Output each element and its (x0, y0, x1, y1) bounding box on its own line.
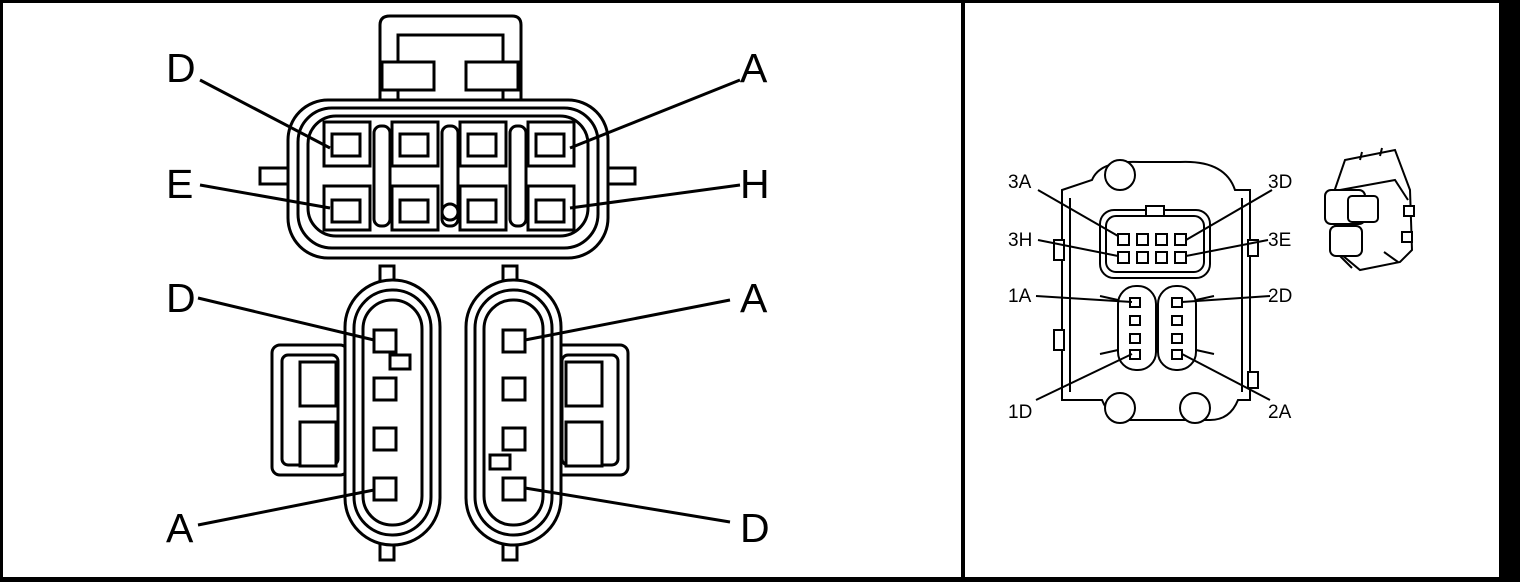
label-right-pin-a: A (740, 275, 768, 321)
four-pin-connector-right: A D (464, 264, 770, 562)
label-pin-a-top: A (740, 45, 768, 91)
label-3d: 3D (1268, 172, 1292, 193)
label-3e: 3E (1268, 230, 1291, 251)
label-3h: 3H (1008, 230, 1032, 251)
label-left-pin-a: A (166, 505, 194, 551)
eight-pin-connector: D A E H (166, 14, 770, 260)
label-pin-h: H (740, 161, 770, 207)
label-2a: 2A (1268, 402, 1292, 423)
label-2d: 2D (1268, 286, 1292, 307)
label-right-pin-d: D (740, 505, 770, 551)
label-left-pin-d: D (166, 275, 196, 321)
label-1d: 1D (1008, 402, 1032, 423)
module-isometric-view (1324, 147, 1415, 272)
label-pin-e: E (166, 161, 193, 207)
module-diagram: 3A 3D 3H 3E 1A 2D 1D 2A (1008, 159, 1292, 424)
label-pin-d-top: D (166, 45, 196, 91)
label-1a: 1A (1008, 286, 1032, 307)
four-pin-connector-left: D A (166, 264, 442, 562)
label-3a: 3A (1008, 172, 1032, 193)
pin-row-top (322, 120, 576, 168)
module-pins-upper (1117, 233, 1187, 264)
